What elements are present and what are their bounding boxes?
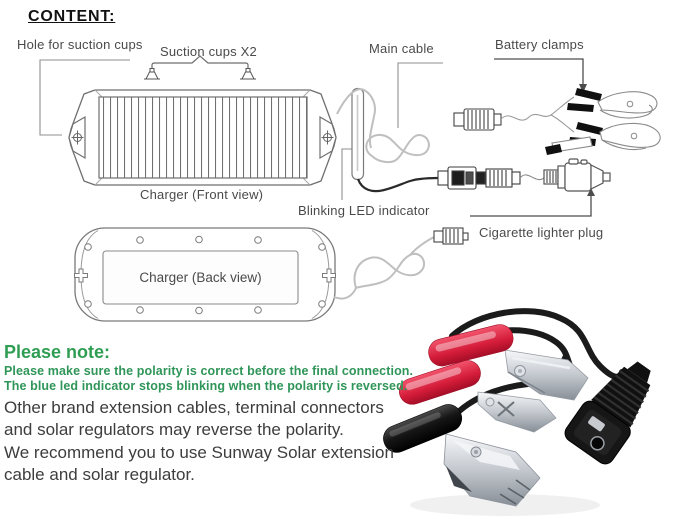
- leader-battery-clamps: [494, 58, 587, 93]
- clamp-wires: [500, 96, 575, 133]
- solar-panel-grid: [98, 96, 308, 179]
- leader-main-cable: [397, 62, 443, 128]
- label-charger-front: Charger (Front view): [140, 187, 264, 202]
- main-cable-dark-segment: [356, 176, 439, 193]
- charger-front-view-drawing: [68, 89, 337, 186]
- back-cable-coil: [333, 235, 437, 300]
- wire-to-lighter-plug: [519, 174, 546, 181]
- charger-side-view-drawing: [351, 87, 365, 181]
- label-cigarette-plug: Cigarette lighter plug: [479, 225, 604, 240]
- photo-black-clamp: [383, 404, 541, 507]
- arrow-down-icon: [579, 84, 587, 93]
- battery-clamps-drawing: [545, 88, 661, 155]
- note-title: Please note:: [4, 342, 111, 362]
- clamps-photo: [383, 308, 651, 516]
- mounting-tab-left: [68, 115, 86, 160]
- label-suction-cups: Suction cups X2: [160, 44, 257, 59]
- mounting-tab-right: [319, 115, 337, 160]
- photo-red-clamp-top: [428, 324, 589, 401]
- screw-holes: [84, 235, 326, 315]
- label-main-cable: Main cable: [369, 41, 434, 56]
- cigarette-plug-drawing: [543, 158, 611, 192]
- note-warning-line-2: The blue led indicator stops blinking wh…: [4, 379, 408, 393]
- suction-cup-icon-left: [144, 68, 160, 80]
- charger-back-view-drawing: [74, 227, 336, 322]
- leader-cigarette-plug: [470, 188, 595, 217]
- label-charger-back: Charger (Back view): [139, 270, 262, 285]
- photo-red-clamp-middle: [399, 360, 557, 433]
- leader-hole-for-suction-cups: [39, 59, 130, 136]
- sae-connector-back-drawing: [433, 227, 469, 245]
- battery-clamp-bottom: [545, 122, 661, 155]
- label-hole-for-suction-cups: Hole for suction cups: [17, 37, 143, 52]
- note-body-line-4: cable and solar regulator.: [4, 465, 195, 485]
- note-body-line-1: Other brand extension cables, terminal c…: [4, 398, 384, 417]
- back-label-plate: [102, 250, 299, 305]
- battery-clamp-top: [567, 88, 658, 119]
- content-title: CONTENT:: [28, 8, 116, 25]
- label-battery-clamps: Battery clamps: [495, 37, 584, 52]
- note-body: Other brand extension cables, terminal c…: [4, 397, 424, 487]
- main-cable-coil: [336, 88, 430, 164]
- note-body-line-3: We recommend you to use Sunway Solar ext…: [4, 442, 394, 462]
- cross-hole-left: [74, 268, 88, 283]
- cross-hole-right: [322, 268, 336, 283]
- please-note-section: Please note: Please make sure the polari…: [4, 341, 424, 487]
- photo-sae-connector: [564, 361, 651, 465]
- suction-bracket: [151, 55, 249, 70]
- note-warning-line-1: Please make sure the polarity is correct…: [4, 364, 414, 378]
- note-body-line-2: and solar regulators may reverse the pol…: [4, 420, 344, 440]
- suction-cup-icon-right: [240, 68, 256, 80]
- label-blinking-led: Blinking LED indicator: [298, 203, 430, 218]
- arrow-up-icon: [587, 188, 595, 196]
- sae-connector-pair-drawing: [437, 166, 521, 190]
- sae-connector-upper-drawing: [453, 108, 502, 131]
